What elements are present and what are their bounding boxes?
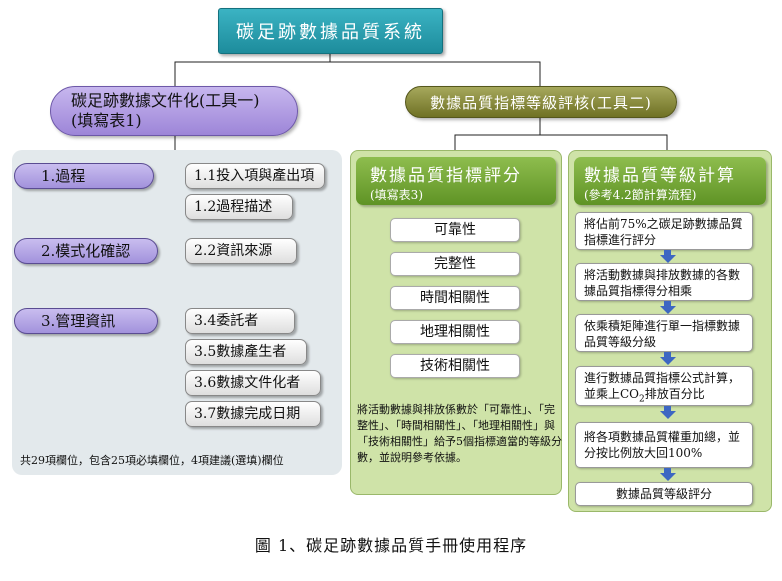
system-title: 碳足跡數據品質系統 — [236, 22, 425, 43]
sub-item-label: 3.6數據文件化者 — [194, 375, 301, 391]
category-management-info: 3.管理資訊 — [14, 308, 158, 334]
indicator-reliability: 可靠性 — [390, 218, 520, 242]
sub-item-label: 3.5數據產生者 — [194, 344, 287, 360]
sub-item-inputs-outputs: 1.1投入項與產出項 — [185, 163, 325, 189]
indicator-scoring-title: 數據品質指標評分 — [370, 166, 522, 186]
connector-tool2-grade — [540, 134, 668, 150]
step-score-top-75-percent: 將佔前75%之碳足跡數據品質指標進行評分 — [575, 212, 753, 250]
sub-item-label: 3.7數據完成日期 — [194, 406, 301, 422]
sub-item-label: 2.2資訊來源 — [194, 243, 273, 259]
step-text-tail: 排放百分比 — [644, 387, 705, 401]
down-arrow-icon — [660, 352, 676, 365]
step-matrix-grading: 依乘積矩陣進行單一指標數據品質等級分級 — [575, 314, 753, 352]
category-label: 3.管理資訊 — [41, 312, 116, 330]
connector-tool2-panels — [454, 118, 541, 150]
grade-calculation-title: 數據品質等級計算 — [584, 166, 736, 186]
step-final-grade: 數據品質等級評分 — [575, 482, 753, 506]
step-multiply-scores: 將活動數據與排放數據的各數據品質指標得分相乘 — [575, 263, 753, 301]
tool1-node: 碳足跡數據文件化(工具一) (填寫表1) — [50, 86, 298, 136]
connector-title-tool1 — [174, 54, 331, 86]
category-label: 1.過程 — [41, 167, 86, 185]
category-model-confirmation: 2.模式化確認 — [14, 238, 158, 264]
tool2-node: 數據品質指標等級評核(工具二) — [405, 86, 677, 118]
step-text: 將各項數據品質權重加總，並分按比例放大回100% — [584, 430, 741, 460]
indicator-temporal: 時間相關性 — [390, 286, 520, 310]
indicator-technological: 技術相關性 — [390, 354, 520, 378]
indicator-scoring-header: 數據品質指標評分 (填寫表3) — [356, 157, 556, 205]
step-text: 將佔前75%之碳足跡數據品質指標進行評分 — [584, 217, 743, 247]
step-formula-co2: 進行數據品質指標公式計算，並乘上CO2排放百分比 — [575, 366, 753, 406]
grade-calculation-subtitle: (參考4.2節計算流程) — [584, 188, 697, 202]
down-arrow-icon — [660, 406, 676, 419]
sub-item-commissioner: 3.4委託者 — [185, 308, 295, 334]
down-arrow-icon — [660, 468, 676, 481]
tool1-label: 碳足跡數據文件化(工具一) — [71, 91, 260, 110]
connector-title-tool2 — [330, 61, 541, 86]
category-label: 2.模式化確認 — [41, 242, 131, 260]
step-text: 依乘積矩陣進行單一指標數據品質等級分級 — [584, 319, 741, 349]
step-weight-sum: 將各項數據品質權重加總，並分按比例放大回100% — [575, 422, 753, 468]
indicator-geographic: 地理相關性 — [390, 320, 520, 344]
sub-item-label: 1.2過程描述 — [194, 199, 273, 215]
indicator-scoring-subtitle: (填寫表3) — [370, 188, 423, 202]
down-arrow-icon — [660, 301, 676, 314]
step-text: 將活動數據與排放數據的各數據品質指標得分相乘 — [584, 268, 741, 298]
sub-item-label: 3.4委託者 — [194, 313, 259, 329]
indicator-scoring-description: 將活動數據與排放係數於「可靠性」、「完整性」、「時間相關性」、「地理相關性」與「… — [357, 403, 562, 464]
field-count-note: 共29項欄位，包含25項必填欄位，4項建議(選填)欄位 — [20, 454, 284, 467]
sub-item-data-documenter: 3.6數據文件化者 — [185, 370, 321, 396]
figure-caption: 圖 1、碳足跡數據品質手冊使用程序 — [254, 536, 528, 555]
sub-item-completion-date: 3.7數據完成日期 — [185, 401, 321, 427]
sub-item-process-description: 1.2過程描述 — [185, 194, 293, 220]
tool1-sublabel: (填寫表1) — [71, 111, 142, 130]
down-arrow-icon — [660, 250, 676, 263]
sub-item-label: 1.1投入項與產出項 — [194, 168, 315, 184]
system-title-box: 碳足跡數據品質系統 — [218, 8, 443, 54]
step-text: 數據品質等級評分 — [615, 487, 712, 501]
tool2-label: 數據品質指標等級評核(工具二) — [430, 93, 652, 112]
grade-calculation-header: 數據品質等級計算 (參考4.2節計算流程) — [574, 157, 766, 205]
sub-item-info-source: 2.2資訊來源 — [185, 238, 297, 264]
co2-subscript: 2 — [639, 394, 645, 405]
indicator-completeness: 完整性 — [390, 252, 520, 276]
sub-item-data-producer: 3.5數據產生者 — [185, 339, 307, 365]
step-text: 進行數據品質指標公式計算，並乘上CO — [584, 371, 741, 401]
category-process: 1.過程 — [14, 163, 154, 189]
